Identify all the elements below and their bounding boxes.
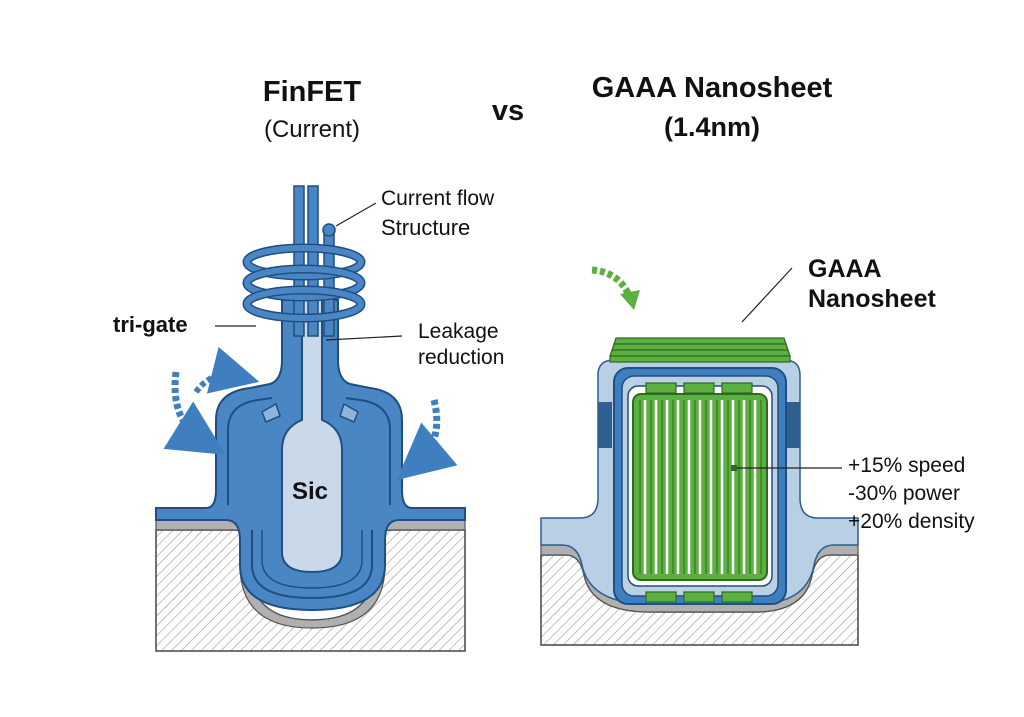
nanosheet-subtitle: (1.4nm) bbox=[663, 112, 761, 142]
label-leakage: Leakage bbox=[418, 320, 499, 343]
nanosheet-title: GAAA Nanosheet bbox=[591, 72, 833, 104]
label-tri-gate: tri-gate bbox=[113, 312, 188, 337]
finfet-subtitle: (Current) bbox=[263, 116, 360, 143]
label-channel: Sic bbox=[292, 478, 329, 505]
stat-density: +20% density bbox=[848, 510, 975, 533]
nanosheet-channels bbox=[632, 382, 768, 603]
finfet-fin bbox=[281, 299, 343, 574]
flow-arrow-left-upper bbox=[193, 346, 260, 394]
finfet-illustration bbox=[155, 185, 466, 652]
label-reduction: reduction bbox=[418, 346, 505, 369]
label-gaaa: GAAA bbox=[808, 255, 882, 283]
nanosheet-top-stack bbox=[609, 337, 791, 363]
finfet-coil bbox=[242, 243, 366, 323]
label-nanosheet: Nanosheet bbox=[808, 285, 936, 313]
nanosheet-illustration bbox=[540, 266, 859, 646]
stat-power: -30% power bbox=[848, 482, 961, 505]
flow-arrow-left-lower bbox=[163, 371, 226, 455]
stat-speed: +15% speed bbox=[848, 454, 966, 477]
label-structure: Structure bbox=[381, 215, 471, 240]
green-flow-arrow bbox=[591, 266, 634, 300]
vs-label: vs bbox=[491, 95, 525, 127]
label-current-flow: Current flow bbox=[381, 187, 495, 210]
finfet-title: FinFET bbox=[262, 76, 362, 108]
flow-arrow-right bbox=[396, 399, 458, 481]
